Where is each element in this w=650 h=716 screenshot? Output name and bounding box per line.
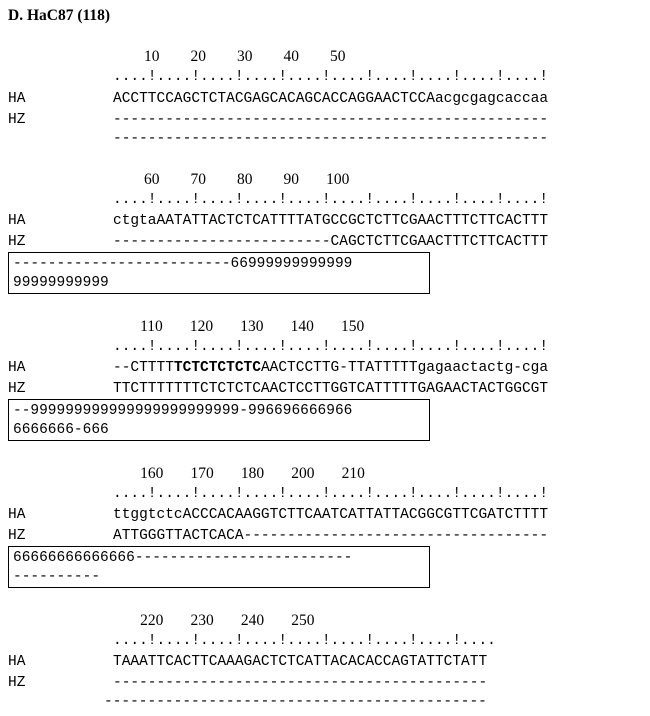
score-track: ----------------------------------------… [104,694,487,710]
row-label-hz: HZ [8,675,26,691]
sequence-ha: ttggtctcACCCACAAGGTCTTCAATCATTATTACGGCGT… [113,507,549,523]
sequence-ha-suffix: AACTCCTTG-TTATTTTTgagaactactg-cga [260,360,549,376]
sequence-hz: ----------------------------------------… [113,112,549,128]
row-label-hz: HZ [8,381,26,397]
row-label-hz: HZ [8,528,26,544]
score-track-line-1: -------------------------66999999999999 [13,256,353,272]
score-box: --999999999999999999999999-996696666966 … [8,399,430,441]
row-label-ha: HA [8,91,26,107]
sequence-ha-prefix: --CTTTT [113,360,174,376]
position-numbers: 220 230 240 250 [113,612,315,629]
position-numbers: 10 20 30 40 50 [113,48,346,65]
sequence-ha: ctgtaAATATTACTCTCATTTTATGCCGCTCTTCGAACTT… [113,213,549,229]
score-track-line-2: 99999999999 [13,275,109,291]
position-numbers: 60 70 80 90 100 [113,171,350,188]
score-box: -------------------------66999999999999 … [8,252,430,294]
position-numbers: 110 120 130 140 150 [113,318,365,335]
row-label-hz: HZ [8,234,26,250]
sequence-hz: ----------------------------------------… [113,675,488,691]
sequence-hz: ATTGGGTTACTCACA-------------------------… [113,528,549,544]
page-title: D. HaC87 (118) [8,7,111,24]
sequence-ha: ACCTTCCAGCTCTACGAGCACAGCACCAGGAACTCCAacg… [113,91,549,107]
score-box: 66666666666666------------------------- … [8,546,430,588]
position-numbers: 160 170 180 200 210 [113,465,365,482]
score-track: ----------------------------------------… [113,131,549,147]
row-label-hz: HZ [8,112,26,128]
ruler: ....!....!....!....!....!....!....!....!… [113,633,496,649]
ruler: ....!....!....!....!....!....!....!....!… [113,486,549,502]
score-track-line-2: ---------- [13,569,101,585]
row-label-ha: HA [8,507,26,523]
sequence-hz: TTCTTTTTTTCTCTCTCAACTCCTTGGTCATTTTTGAGAA… [113,381,549,397]
score-track-line-1: 66666666666666------------------------- [13,550,353,566]
score-track-line-1: --999999999999999999999999-996696666966 [13,403,353,419]
ruler: ....!....!....!....!....!....!....!....!… [113,339,549,355]
sequence-ha: --CTTTTTCTCTCTCTCAACTCCTTG-TTATTTTTgagaa… [113,361,548,376]
row-label-ha: HA [8,360,26,376]
row-label-ha: HA [8,654,26,670]
sequence-hz: -------------------------CAGCTCTTCGAACTT… [113,234,549,250]
sequence-ha-repeat: TCTCTCTCTC [173,360,261,376]
sequence-ha: TAAATTCACTTCAAAGACTCTCATTACACACCAGTATTCT… [113,654,488,670]
row-label-ha: HA [8,213,26,229]
score-track-line-2: 6666666-666 [13,422,109,438]
ruler: ....!....!....!....!....!....!....!....!… [113,69,549,85]
ruler: ....!....!....!....!....!....!....!....!… [113,192,549,208]
